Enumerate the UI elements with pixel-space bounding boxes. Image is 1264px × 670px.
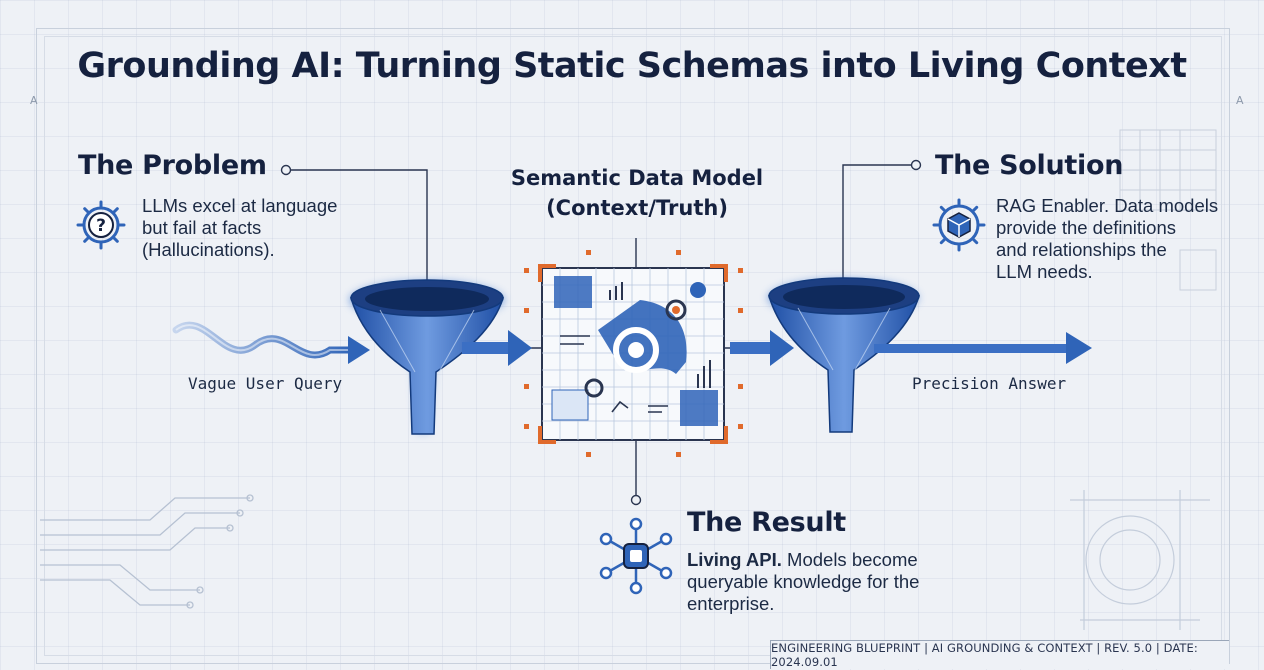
page-title: Grounding AI: Turning Static Schemas int…: [77, 46, 1187, 86]
solution-line-2: provide the definitions: [996, 217, 1176, 238]
arrow-to-model: [462, 330, 532, 366]
result-line-1-rest: Models become: [781, 549, 918, 570]
solution-text: RAG Enabler. Data models provide the def…: [996, 195, 1218, 283]
cube-gear-icon: [932, 198, 986, 252]
problem-line-2: but fail at facts: [142, 217, 262, 238]
query-wave: [172, 321, 370, 364]
result-heading: The Result: [687, 507, 846, 538]
blueprint-frame: [36, 28, 1230, 664]
result-line-1: Living API. Models become: [687, 549, 919, 571]
semantic-model-title-line-2: (Context/Truth): [546, 196, 728, 220]
network-hub-icon: [599, 517, 673, 595]
funnel-left: [349, 279, 505, 435]
solution-line-4: LLM needs.: [996, 261, 1093, 282]
solution-heading: The Solution: [935, 150, 1124, 181]
corner-mark-left: A: [30, 94, 38, 107]
svg-text:?: ?: [96, 216, 106, 236]
circuit-decoration: [40, 494, 254, 609]
semantic-model-grid: [524, 250, 743, 457]
semantic-model-title: Semantic Data Model (Context/Truth): [476, 163, 798, 223]
question-gear-icon: ?: [76, 200, 126, 250]
output-label: Precision Answer: [912, 374, 1067, 393]
output-arrow: [874, 332, 1092, 364]
problem-text: LLMs excel at language but fail at facts…: [142, 195, 337, 261]
radial-decoration: [1070, 490, 1210, 630]
result-bold-lead: Living API.: [687, 549, 782, 570]
problem-line-3: (Hallucinations).: [142, 239, 275, 260]
footer-title-block: ENGINEERING BLUEPRINT | AI GROUNDING & C…: [770, 640, 1229, 669]
problem-line-1: LLMs excel at language: [142, 195, 338, 216]
corner-mark-right: A: [1236, 94, 1244, 107]
blueprint-frame-inner: [44, 36, 1222, 656]
funnel-right: [767, 277, 921, 433]
input-label: Vague User Query: [188, 374, 343, 393]
result-line-3: enterprise.: [687, 593, 775, 614]
problem-heading: The Problem: [78, 150, 267, 181]
result-line-2: queryable knowledge for the: [687, 571, 920, 592]
solution-line-3: and relationships the: [996, 239, 1167, 260]
grid-decoration: [1119, 129, 1217, 291]
result-text: Living API. Models become queryable know…: [687, 549, 919, 615]
semantic-model-title-line-1: Semantic Data Model: [510, 166, 764, 190]
solution-line-1: RAG Enabler. Data models: [996, 195, 1219, 216]
arrow-to-solution: [730, 330, 794, 366]
